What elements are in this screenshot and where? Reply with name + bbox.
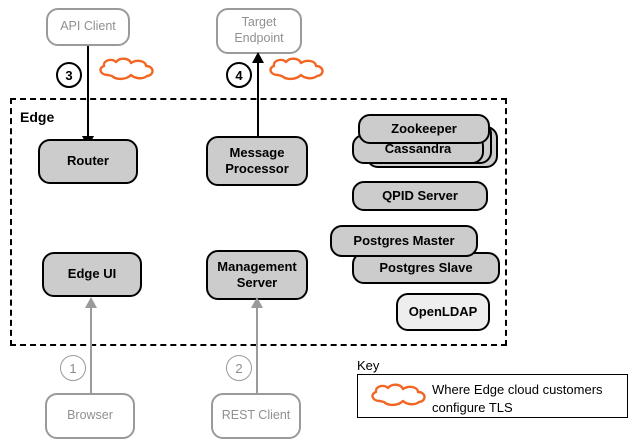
key-title: Key: [357, 358, 380, 373]
connector-4-line: [257, 62, 259, 150]
cloud-icon-step-4: [269, 57, 324, 81]
step-badge-4: 4: [226, 62, 252, 88]
node-management-server-label: Management Server: [217, 258, 297, 290]
key-description: Where Edge cloud customers configure TLS: [432, 382, 603, 415]
connector-2-arrowhead: [251, 297, 263, 308]
edge-region-label: Edge: [20, 109, 55, 125]
cloud-icon-step-3: [99, 57, 154, 81]
node-management-server[interactable]: Management Server: [206, 250, 308, 300]
node-rest-client-label: REST Client: [221, 408, 291, 423]
node-api-client-label: API Client: [60, 19, 116, 34]
node-openldap[interactable]: OpenLDAP: [396, 293, 490, 331]
node-target-endpoint-label: Target Endpoint: [234, 15, 284, 45]
node-edge-ui-label: Edge UI: [67, 266, 117, 282]
cloud-icon-key: [371, 383, 426, 407]
connector-2-line: [256, 307, 258, 402]
connector-4-arrowhead: [252, 52, 264, 63]
node-qpid-server[interactable]: QPID Server: [352, 181, 488, 211]
node-openldap-label: OpenLDAP: [408, 303, 478, 319]
connector-1-line: [90, 307, 92, 402]
node-postgres-slave-label: Postgres Slave: [379, 259, 473, 275]
node-cassandra-label: Cassandra: [384, 140, 452, 156]
node-message-processor[interactable]: Message Processor: [206, 136, 308, 186]
node-postgres-slave[interactable]: Postgres Slave: [352, 252, 500, 284]
connector-3-line: [87, 46, 89, 138]
node-postgres-master-label: Postgres Master: [353, 232, 455, 248]
node-zookeeper[interactable]: Zookeeper: [358, 114, 490, 144]
connector-1-arrowhead: [85, 297, 97, 308]
node-postgres-master[interactable]: Postgres Master: [330, 225, 478, 257]
node-message-processor-label: Message Processor: [225, 144, 289, 176]
node-browser-label: Browser: [67, 408, 113, 423]
node-qpid-server-label: QPID Server: [382, 187, 458, 203]
key-box: [357, 374, 628, 418]
node-api-client[interactable]: API Client: [46, 8, 130, 46]
node-edge-ui[interactable]: Edge UI: [42, 252, 142, 297]
node-router-label: Router: [67, 153, 109, 169]
node-target-endpoint[interactable]: Target Endpoint: [216, 8, 302, 54]
step-badge-3: 3: [56, 62, 82, 88]
node-rest-client[interactable]: REST Client: [211, 393, 301, 439]
node-browser[interactable]: Browser: [45, 393, 135, 439]
node-zookeeper-label: Zookeeper: [391, 120, 457, 136]
step-badge-2: 2: [226, 355, 252, 381]
node-router[interactable]: Router: [38, 139, 138, 184]
step-badge-1: 1: [60, 355, 86, 381]
